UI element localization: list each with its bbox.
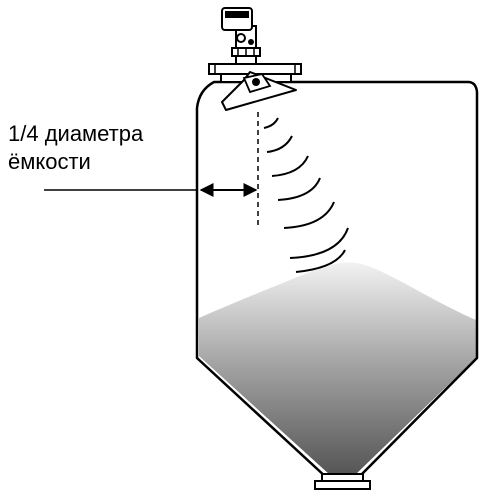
annotation-line-1: 1/4 диаметра xyxy=(8,121,144,146)
radar-level-sensor-icon xyxy=(221,7,297,111)
radar-wave-icon xyxy=(263,117,349,273)
bulk-material xyxy=(199,262,476,475)
annotation-line-2: ёмкости xyxy=(8,149,91,174)
outlet-nozzle xyxy=(314,473,371,490)
